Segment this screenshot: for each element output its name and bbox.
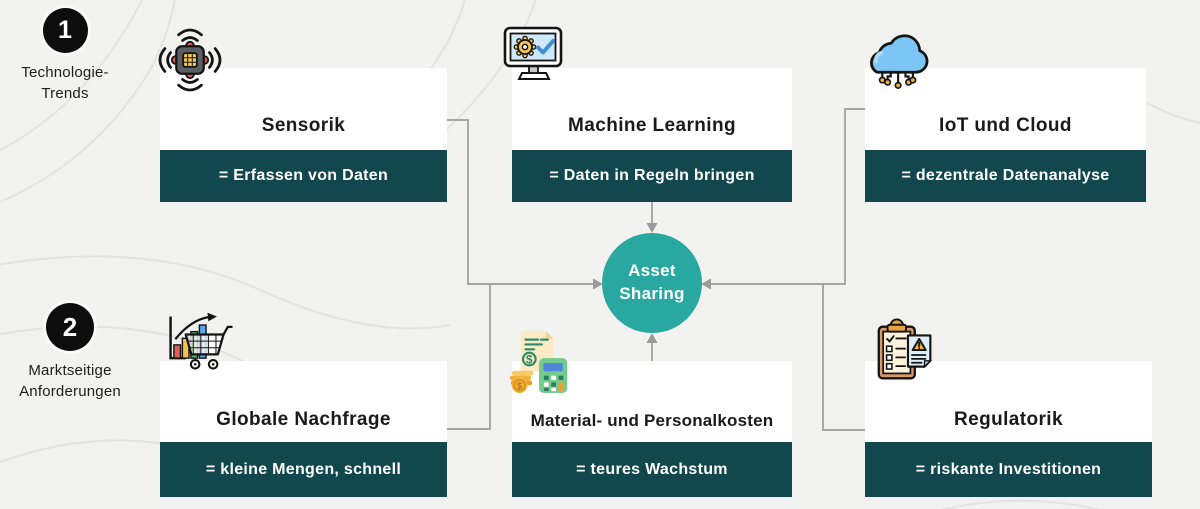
clipboard-warning-icon [877, 318, 932, 380]
card-machine-learning-header: Machine Learning [512, 68, 792, 150]
card-sensorik-banner: = Erfassen von Daten [160, 150, 447, 202]
card-regulatorik-banner: = riskante Investitionen [865, 442, 1152, 497]
section-technology-trends: 1 Technologie- Trends [0, 8, 130, 105]
card-globale-nachfrage-banner: = kleine Mengen, schnell [160, 442, 447, 497]
card-machine-learning: Machine Learning = Daten in Regeln bring… [512, 68, 792, 202]
svg-text:$: $ [517, 381, 522, 391]
card-title: Material- und Personalkosten [530, 411, 774, 430]
asset-sharing-node: Asset Sharing [602, 233, 702, 333]
badge-number: 2 [62, 311, 78, 342]
card-title: IoT und Cloud [939, 115, 1072, 136]
svg-text:$: $ [526, 353, 533, 366]
section-1-number-badge: 1 [42, 8, 88, 53]
badge-number: 1 [58, 16, 72, 44]
asset-sharing-label-line1: Asset [628, 261, 676, 281]
card-title: Globale Nachfrage [216, 409, 391, 430]
invoice-calculator-coins-icon: $ $ [509, 330, 568, 394]
card-sensorik: Sensorik = Erfassen von Daten [160, 68, 447, 202]
asset-sharing-label-line2: Sharing [619, 284, 685, 303]
card-title: Sensorik [261, 115, 346, 136]
monitor-gear-check-icon [503, 26, 563, 80]
card-material-und-personalkosten-banner: = teures Wachstum [512, 442, 792, 497]
cloud-network-icon [870, 34, 929, 89]
section-market-requirements: 2 Marktseitige Anforderungen [0, 303, 140, 403]
card-machine-learning-banner: = Daten in Regeln bringen [512, 150, 792, 202]
cart-growth-chart-icon [169, 312, 233, 370]
card-globale-nachfrage-header: Globale Nachfrage [160, 361, 447, 442]
card-iot-und-cloud-banner: = dezentrale Datenanalyse [865, 150, 1146, 202]
card-title: Machine Learning [568, 115, 736, 136]
card-title: Regulatorik [954, 409, 1063, 430]
card-globale-nachfrage: Globale Nachfrage = kleine Mengen, schne… [160, 361, 447, 497]
section-2-number-badge: 2 [46, 303, 94, 351]
sensor-chip-icon [158, 28, 222, 92]
section-1-label: Technologie- Trends [21, 64, 109, 103]
card-material-und-personalkosten: Material- und Personalkosten = teures Wa… [512, 361, 792, 497]
card-sensorik-header: Sensorik [160, 68, 447, 150]
section-2-label: Marktseitige Anforderungen [19, 362, 121, 401]
